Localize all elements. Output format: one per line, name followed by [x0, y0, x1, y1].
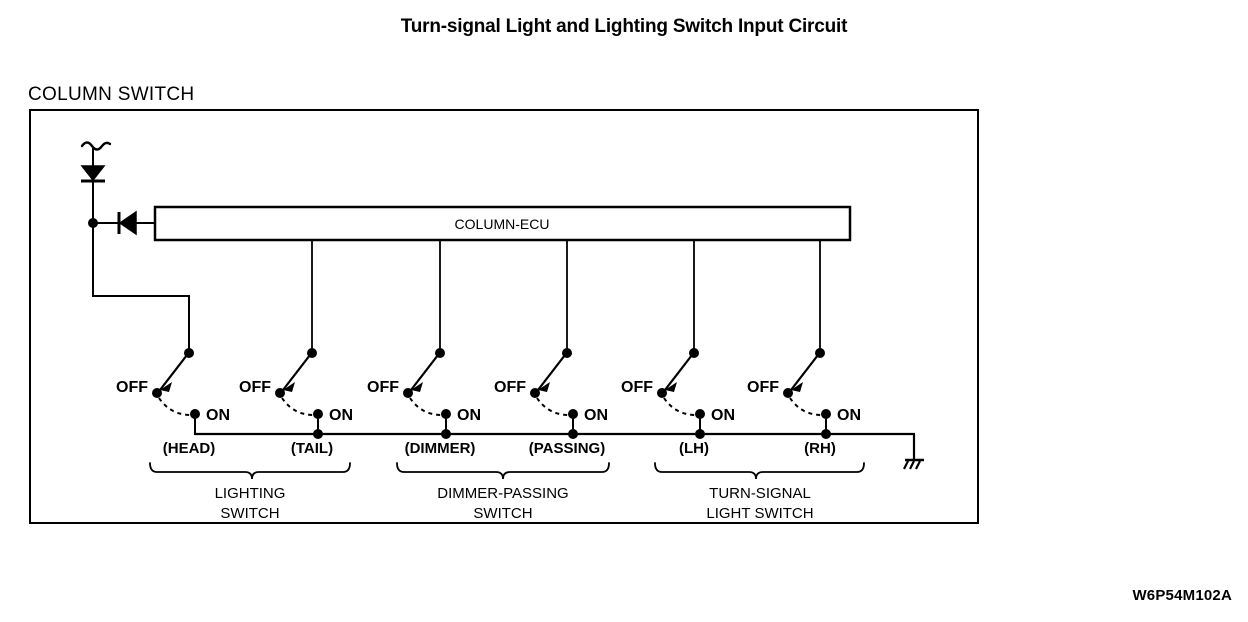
- switch-rh-name: (RH): [804, 440, 836, 457]
- switch-lh-lever: [664, 354, 693, 391]
- column-switch-frame: [29, 109, 979, 524]
- switch-head-lever: [159, 354, 188, 391]
- switch-lh-lever-arrow-icon: [665, 382, 677, 392]
- switch-passing-travel-arc: [536, 397, 573, 417]
- part-number: W6P54M102A: [1132, 587, 1232, 604]
- switch-passing-off-dot: [530, 388, 540, 398]
- switch-passing-lever-arrow-icon: [538, 382, 550, 392]
- switch-rh-lever-arrow-icon: [791, 382, 803, 392]
- switch-head-off-dot: [152, 388, 162, 398]
- group-lighting-switch-line2: SWITCH: [220, 505, 279, 522]
- switch-rh[interactable]: OFF ON (RH): [747, 348, 861, 457]
- switch-tail-name: (TAIL): [291, 440, 333, 457]
- switch-dimmer-lever: [410, 354, 439, 391]
- switch-lh-name: (LH): [679, 440, 709, 457]
- group-brace-turn-signal-light-switch: TURN-SIGNAL LIGHT SWITCH: [654, 462, 865, 522]
- switch-dimmer-name: (DIMMER): [405, 440, 476, 457]
- switch-dimmer[interactable]: OFF ON (DIMMER): [367, 348, 481, 457]
- switch-lh-off-label: OFF: [621, 379, 653, 396]
- switch-head-name: (HEAD): [163, 440, 216, 457]
- switch-passing[interactable]: OFF ON (PASSING): [494, 348, 608, 457]
- ground-bus-junction-rh: [821, 429, 831, 439]
- switch-head-lever-arrow-icon: [160, 382, 172, 392]
- switch-dimmer-travel-arc: [409, 397, 446, 417]
- ground-bus-junction-dimmer: [441, 429, 451, 439]
- page-title: Turn-signal Light and Lighting Switch In…: [400, 16, 848, 37]
- switch-tail-lever: [282, 354, 311, 391]
- switch-lh-travel-arc: [663, 397, 700, 417]
- group-lighting-switch-line1: LIGHTING: [215, 485, 286, 502]
- switch-tail-off-dot: [275, 388, 285, 398]
- switch-head[interactable]: OFF ON (HEAD): [116, 348, 230, 457]
- ground-bus-junction-tail: [313, 429, 323, 439]
- switch-lh-on-label: ON: [711, 407, 735, 424]
- switch-dimmer-lever-arrow-icon: [411, 382, 423, 392]
- diode-left-icon: [118, 210, 137, 236]
- diode-down-icon: [80, 165, 106, 182]
- switch-passing-off-label: OFF: [494, 379, 526, 396]
- switch-head-off-label: OFF: [116, 379, 148, 396]
- switch-rh-on-label: ON: [837, 407, 861, 424]
- switch-dimmer-on-label: ON: [457, 407, 481, 424]
- chassis-ground-icon: [903, 458, 924, 470]
- column-ecu-label: COLUMN-ECU: [455, 216, 550, 232]
- switch-tail-on-label: ON: [329, 407, 353, 424]
- ground-bus-junction-lh: [695, 429, 705, 439]
- group-turn-signal-light-switch-line2: LIGHT SWITCH: [706, 505, 813, 522]
- switch-tail[interactable]: OFF ON (TAIL): [239, 348, 353, 457]
- group-brace-lighting-switch: LIGHTING SWITCH: [149, 462, 351, 522]
- section-label-column-switch: COLUMN SWITCH: [28, 84, 195, 105]
- head-switch-feed-wire: [92, 223, 190, 352]
- group-dimmer-passing-switch-line2: SWITCH: [473, 505, 532, 522]
- group-turn-signal-light-switch-line1: TURN-SIGNAL: [709, 485, 811, 502]
- ground-bus-junction-passing: [568, 429, 578, 439]
- switch-head-travel-arc: [158, 397, 195, 417]
- switch-tail-travel-arc: [281, 397, 318, 417]
- switch-tail-off-label: OFF: [239, 379, 271, 396]
- group-dimmer-passing-switch-line1: DIMMER-PASSING: [437, 485, 568, 502]
- wire-break-squiggle-icon: [80, 141, 112, 151]
- switch-dimmer-off-label: OFF: [367, 379, 399, 396]
- switch-passing-lever: [537, 354, 566, 391]
- switch-rh-off-dot: [783, 388, 793, 398]
- switch-lh[interactable]: OFF ON (LH): [621, 348, 735, 457]
- switch-tail-lever-arrow-icon: [283, 382, 295, 392]
- switch-lh-off-dot: [657, 388, 667, 398]
- switch-rh-travel-arc: [789, 397, 826, 417]
- switch-rh-lever: [790, 354, 819, 391]
- group-brace-dimmer-passing-switch: DIMMER-PASSING SWITCH: [396, 462, 610, 522]
- column-ecu-box: [153, 205, 852, 242]
- switch-passing-on-label: ON: [584, 407, 608, 424]
- switch-head-on-label: ON: [206, 407, 230, 424]
- switch-dimmer-off-dot: [403, 388, 413, 398]
- switch-rh-off-label: OFF: [747, 379, 779, 396]
- switch-passing-name: (PASSING): [529, 440, 605, 457]
